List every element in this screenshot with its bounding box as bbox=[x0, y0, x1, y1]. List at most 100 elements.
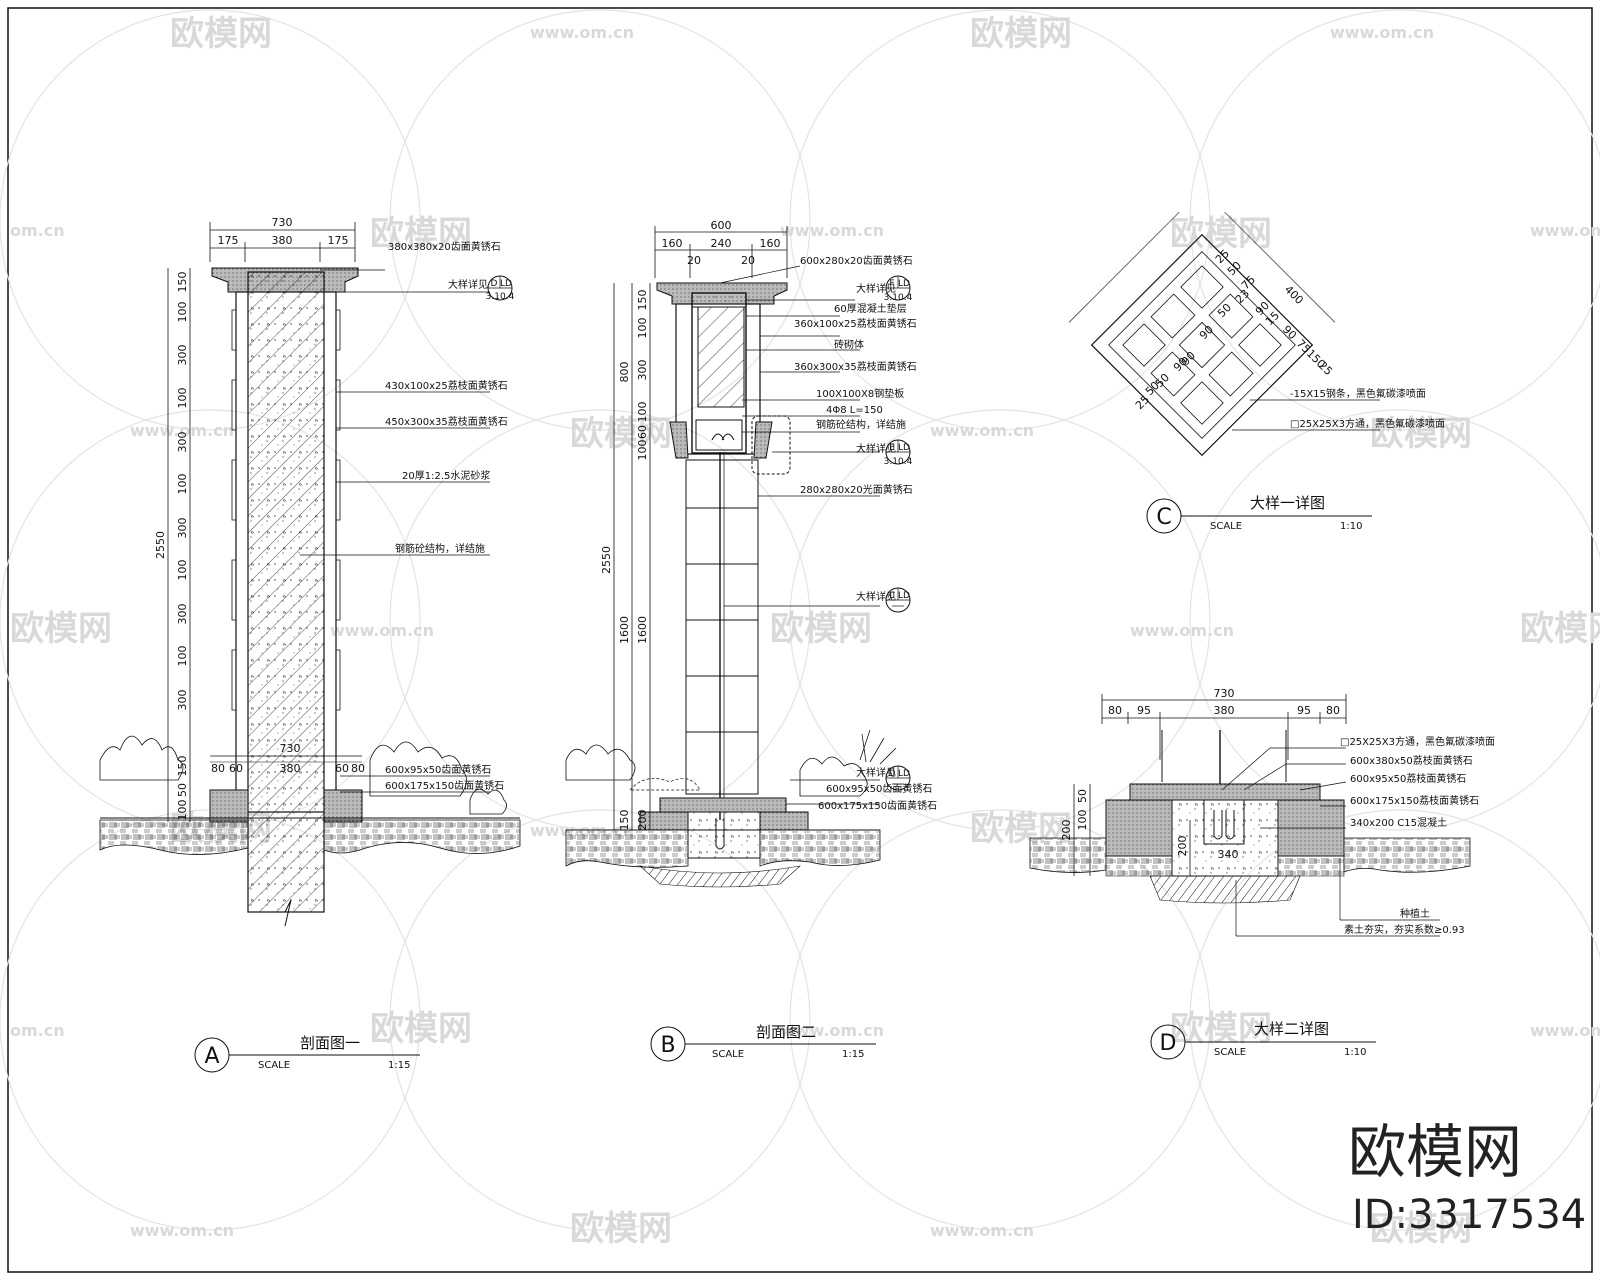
dim-c-inner: 90 bbox=[1197, 323, 1216, 342]
watermark-url: www.om.cn bbox=[1530, 1021, 1600, 1040]
dim-a-v: 300 bbox=[176, 690, 189, 711]
dim-d-total: 730 bbox=[1214, 687, 1235, 700]
note-b: 600x280x20齿面黄锈石 bbox=[800, 254, 913, 267]
ref-b-letter: D bbox=[889, 769, 896, 779]
dim-a-top-3: 175 bbox=[328, 234, 349, 247]
watermark-url: www.om.cn bbox=[930, 421, 1034, 440]
dim-b-vertical-lower2: 1600 bbox=[636, 616, 649, 644]
watermark-url: www.om.cn bbox=[1130, 621, 1234, 640]
note-b: 600x175x150齿面黄锈石 bbox=[818, 799, 937, 812]
watermark-url: www.om.cn bbox=[530, 23, 634, 42]
dim-b-vertical-upper: 800 bbox=[618, 362, 631, 383]
brand-logo-text: 欧模网 bbox=[1348, 1118, 1522, 1186]
section-a-scale-label: SCALE bbox=[258, 1060, 290, 1071]
watermark-brand: 欧模网 bbox=[770, 609, 872, 649]
watermark-brand: 欧模网 bbox=[1370, 1209, 1472, 1249]
watermark-url: www.om.cn bbox=[1530, 221, 1600, 240]
ref-b-sheet: 3.10.4 bbox=[884, 457, 913, 467]
dim-b-v: 100 bbox=[636, 318, 649, 339]
note-b: 砖砌体 bbox=[834, 338, 864, 351]
dim-b-top: 160 bbox=[662, 237, 683, 250]
note-d: □25X25X3方通，黑色氟碳漆喷面 bbox=[1340, 735, 1495, 748]
ref-b-letter: C bbox=[889, 591, 895, 601]
detail-c-scale-value: 1:10 bbox=[1340, 521, 1362, 532]
detail-d: 730 80 95 380 95 80 bbox=[1029, 687, 1495, 1060]
dim-a-v: 150 bbox=[176, 756, 189, 777]
watermark-url: www.om.cn bbox=[330, 621, 434, 640]
section-b-letter: B bbox=[660, 1033, 675, 1058]
note-b: 4Φ8 L=150 bbox=[826, 405, 883, 416]
dim-d-top: 380 bbox=[1214, 704, 1235, 717]
watermark-url: www.om.cn bbox=[130, 421, 234, 440]
watermark-url: om.cn bbox=[10, 221, 65, 240]
watermark-layer: 欧模网 www.om.cn 欧模网 www.om.cn om.cn 欧模网 ww… bbox=[0, 9, 1600, 1249]
dim-a-bottom: 80 bbox=[211, 762, 225, 775]
watermark-url: www.om.cn bbox=[780, 221, 884, 240]
dim-b-top: 160 bbox=[760, 237, 781, 250]
dim-a-top-2: 380 bbox=[272, 234, 293, 247]
note-d: 种植土 bbox=[1400, 907, 1430, 920]
section-a-letter: A bbox=[204, 1044, 219, 1069]
note-d: 340x200 C15混凝土 bbox=[1350, 816, 1447, 829]
dim-b-vertical-lower: 1600 bbox=[618, 616, 631, 644]
dim-a-bottom: 380 bbox=[280, 762, 301, 775]
detail-c-scale-label: SCALE bbox=[1210, 521, 1242, 532]
watermark-brand: 欧模网 bbox=[1370, 414, 1472, 454]
dim-a-bottom: 60 bbox=[229, 762, 243, 775]
dim-c-upper-right: 90 bbox=[1280, 323, 1299, 342]
section-b-scale-value: 1:15 bbox=[842, 1049, 864, 1060]
note-a: 380x380x20齿面黄锈石 bbox=[388, 240, 501, 253]
dim-a-vertical-total: 2550 bbox=[154, 531, 167, 559]
detail-c-letter: C bbox=[1156, 505, 1171, 530]
ref-b-ld: LD bbox=[898, 591, 910, 601]
dim-a-v: 300 bbox=[176, 432, 189, 453]
watermark-url: www.om.cn bbox=[780, 1021, 884, 1040]
ref-b-sheet: 3.10.4 bbox=[884, 293, 913, 303]
section-a-scale-value: 1:15 bbox=[388, 1060, 410, 1071]
dim-d-v: 50 bbox=[1076, 789, 1089, 803]
dim-d-top: 80 bbox=[1326, 704, 1340, 717]
watermark-brand: 欧模网 bbox=[370, 1009, 472, 1049]
dim-b-v: 100 bbox=[636, 402, 649, 423]
refs-b: 大样详见 F LD 3.10.4 大样详见 E LD 3.10.4 大样详见 C… bbox=[856, 275, 913, 791]
dim-a-v: 150 bbox=[176, 272, 189, 293]
watermark-brand: 欧模网 bbox=[970, 14, 1072, 54]
note-b: 360x300x35荔枝面黄锈石 bbox=[794, 360, 917, 373]
note-b: 钢筋砼结构，详结施 bbox=[816, 418, 906, 431]
note-c: □25X25X3方通，黑色氟碳漆喷面 bbox=[1290, 417, 1445, 430]
dim-a-v: 100 bbox=[176, 800, 189, 821]
dim-b-v: 150 bbox=[636, 290, 649, 311]
watermark-brand: 欧模网 bbox=[1170, 214, 1272, 254]
note-a: 600x175x150齿面黄锈石 bbox=[385, 779, 504, 792]
note-d: 600x380x50荔枝面黄锈石 bbox=[1350, 754, 1473, 767]
section-a-title: 剖面图一 bbox=[300, 1034, 360, 1052]
dim-d-top: 95 bbox=[1137, 704, 1151, 717]
note-a: 450x300x35荔枝面黄锈石 bbox=[385, 415, 508, 428]
note-a: 20厚1:2.5水泥砂浆 bbox=[402, 469, 490, 482]
detail-d-scale-label: SCALE bbox=[1214, 1047, 1246, 1058]
watermark-brand: 欧模网 bbox=[170, 14, 272, 54]
dim-c-upper-left: 50 bbox=[1225, 259, 1244, 278]
detail-d-scale-value: 1:10 bbox=[1344, 1047, 1366, 1058]
note-b: 100X100X8钢垫板 bbox=[816, 387, 904, 400]
note-b: 360x100x25荔枝面黄锈石 bbox=[794, 317, 917, 330]
ref-a-label: 大样详见 bbox=[448, 278, 488, 291]
note-a: 钢筋砼结构，详结施 bbox=[395, 542, 485, 555]
watermark-url: www.om.cn bbox=[930, 1221, 1034, 1240]
section-a: 730 175 380 175 2550 bbox=[99, 216, 521, 1073]
note-a: 600x95x50齿面黄锈石 bbox=[385, 763, 491, 776]
detail-c-title: 大样一详图 bbox=[1250, 494, 1325, 512]
sheet-border bbox=[7, 7, 1593, 1273]
dim-b-top: 240 bbox=[711, 237, 732, 250]
dim-a-v: 300 bbox=[176, 518, 189, 539]
dim-d-top: 80 bbox=[1108, 704, 1122, 717]
dim-a-v: 100 bbox=[176, 302, 189, 323]
dim-a-total: 730 bbox=[272, 216, 293, 229]
dim-a-v: 100 bbox=[176, 474, 189, 495]
ref-b-ld: LD bbox=[898, 443, 910, 453]
section-b: 600 160 240 160 20 20 bbox=[565, 219, 937, 1062]
note-c: -15X15钢条，黑色氟碳漆喷面 bbox=[1290, 387, 1426, 400]
ref-a-sheet: 3.10.4 bbox=[486, 292, 515, 302]
dim-a-top-1: 175 bbox=[218, 234, 239, 247]
watermark-brand: 欧模网 bbox=[570, 1209, 672, 1249]
